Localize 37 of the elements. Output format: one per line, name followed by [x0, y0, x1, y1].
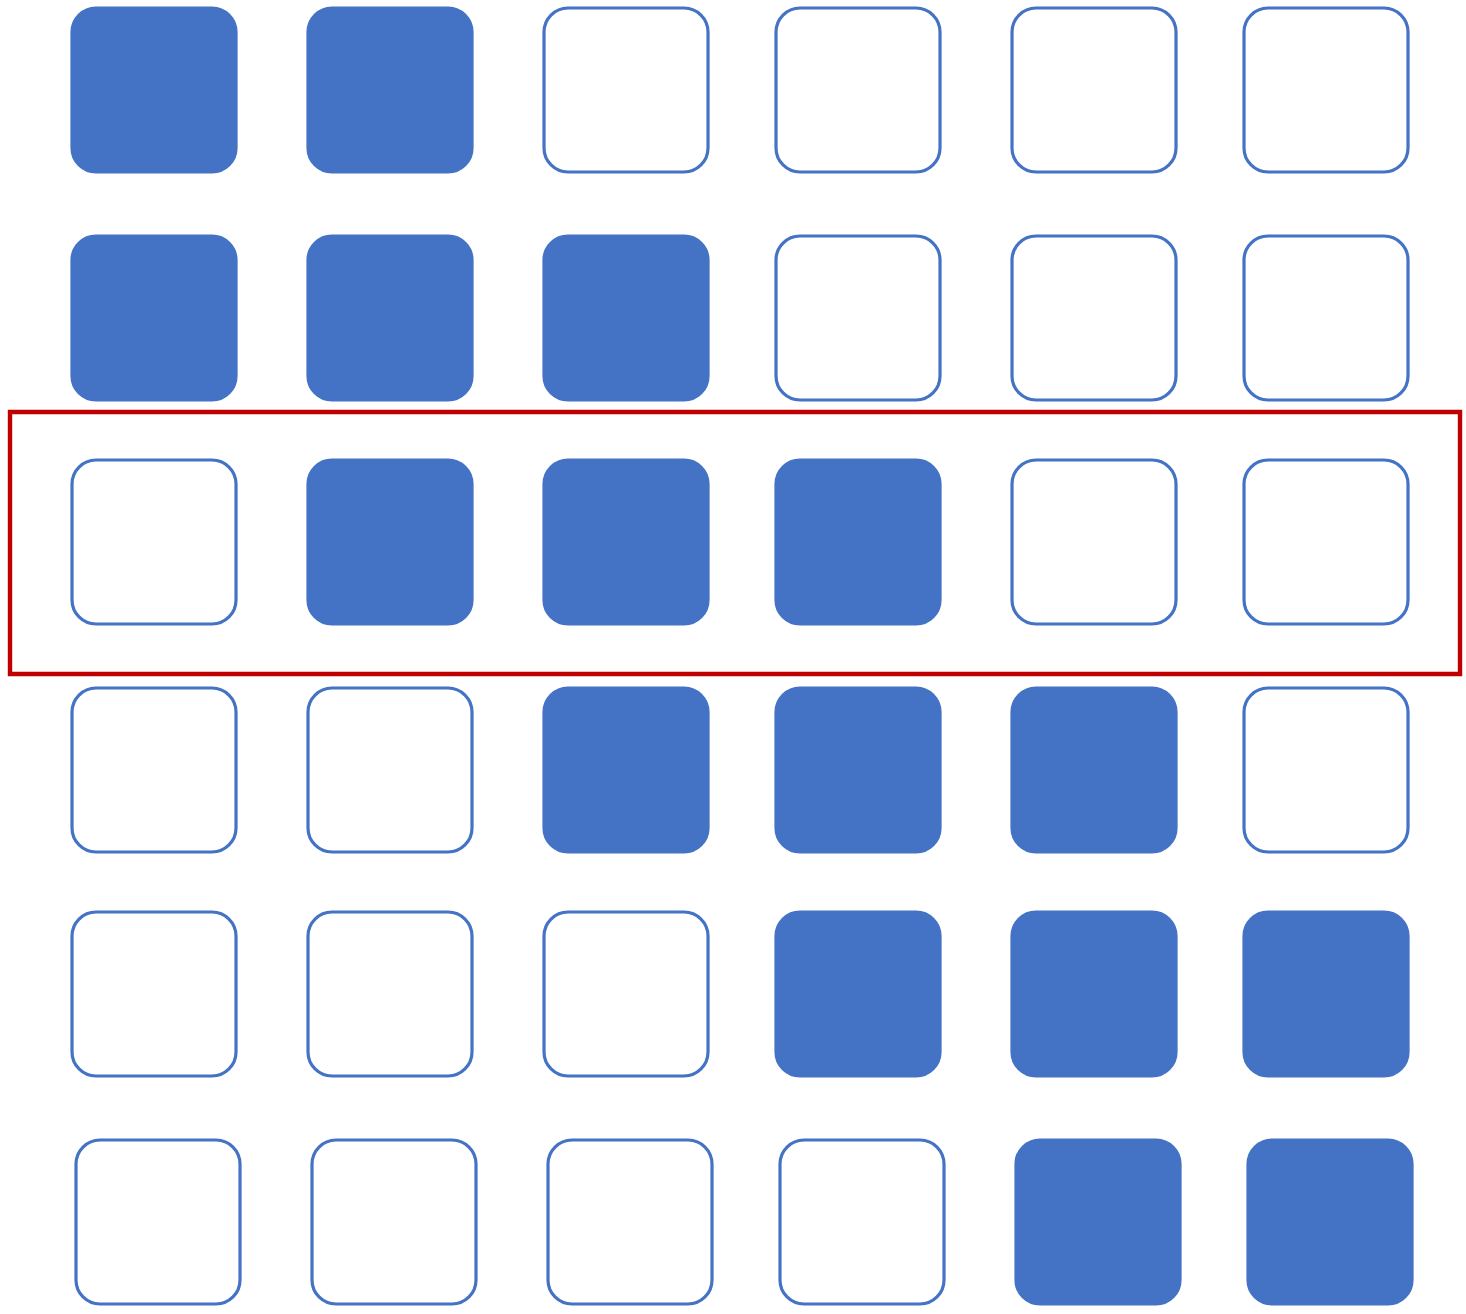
outlined-tile	[778, 1138, 946, 1306]
outlined-tile	[74, 1138, 242, 1306]
outlined-tile	[70, 910, 238, 1078]
outlined-tile	[1010, 458, 1178, 626]
filled-tile	[1010, 686, 1178, 854]
outlined-tile	[306, 686, 474, 854]
filled-tile	[306, 6, 474, 174]
outlined-tile	[1242, 458, 1410, 626]
filled-tile	[542, 686, 710, 854]
filled-tile	[1010, 910, 1178, 1078]
outlined-tile	[70, 458, 238, 626]
outlined-tile	[310, 1138, 478, 1306]
filled-tile	[542, 234, 710, 402]
filled-tile	[70, 6, 238, 174]
outlined-tile	[1010, 234, 1178, 402]
outlined-tile	[1242, 6, 1410, 174]
filled-tile	[774, 686, 942, 854]
outlined-tile	[546, 1138, 714, 1306]
outlined-tile	[1010, 6, 1178, 174]
filled-tile	[1242, 910, 1410, 1078]
filled-tile	[306, 458, 474, 626]
outlined-tile	[1242, 686, 1410, 854]
outlined-tile	[70, 686, 238, 854]
outlined-tile	[774, 6, 942, 174]
filled-tile	[306, 234, 474, 402]
filled-tile	[1246, 1138, 1414, 1306]
outlined-tile	[1242, 234, 1410, 402]
filled-tile	[774, 458, 942, 626]
filled-tile	[70, 234, 238, 402]
outlined-tile	[306, 910, 474, 1078]
outlined-tile	[774, 234, 942, 402]
outlined-tile	[542, 6, 710, 174]
filled-tile	[1014, 1138, 1182, 1306]
outlined-tile	[542, 910, 710, 1078]
highlight-frame	[7, 409, 1463, 677]
filled-tile	[774, 910, 942, 1078]
filled-tile	[542, 458, 710, 626]
